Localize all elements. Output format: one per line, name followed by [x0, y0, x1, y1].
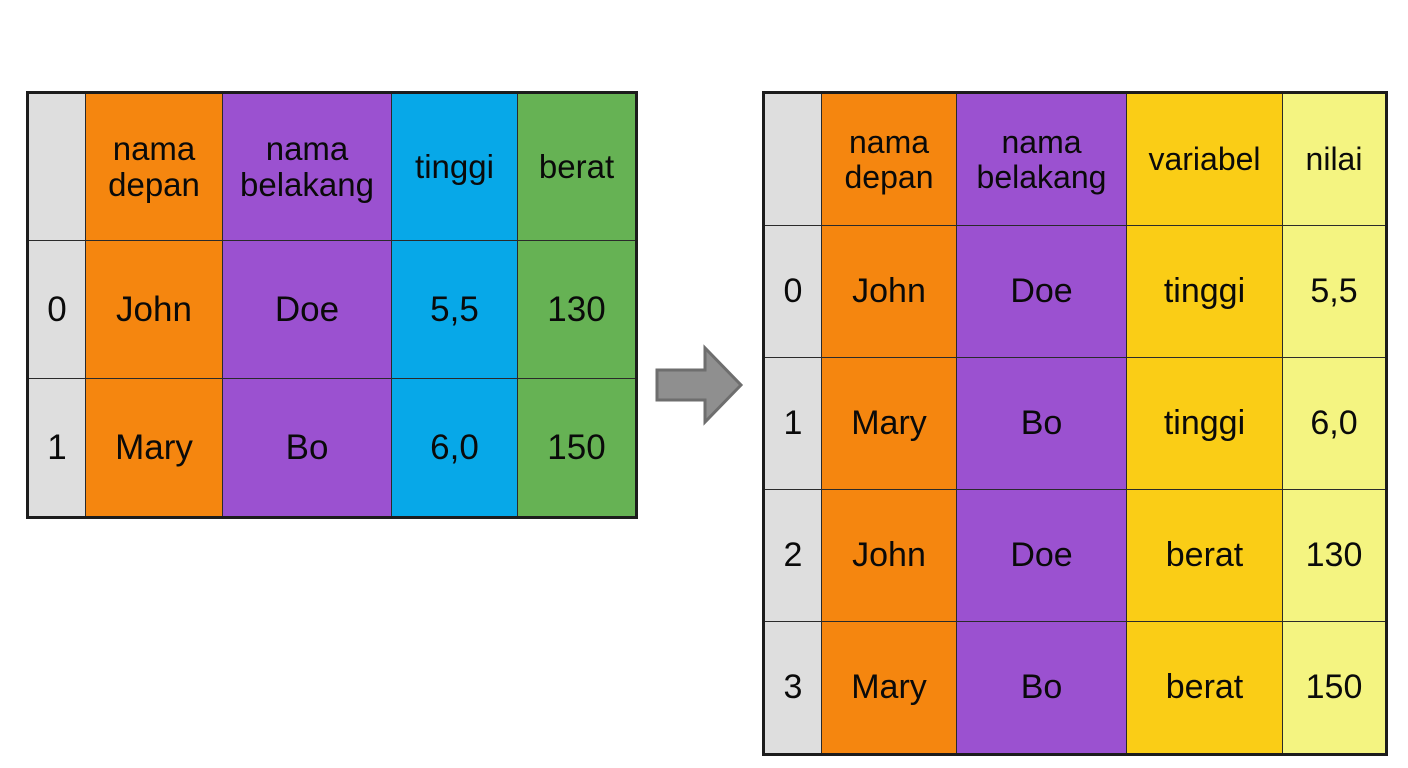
long-row-0-nama-depan: John: [821, 225, 957, 358]
wide-table: nama depan nama belakang tinggi berat 0 …: [26, 91, 638, 519]
long-row-1-nama-belakang: Bo: [956, 357, 1127, 490]
wide-row-1-index: 1: [27, 378, 86, 518]
wide-row-0-nama-depan: John: [85, 240, 223, 379]
long-header-variabel: variabel: [1126, 92, 1283, 226]
table-row: 3 Mary Bo berat 150: [763, 621, 1387, 755]
wide-row-1-nama-belakang: Bo: [222, 378, 392, 518]
long-row-2-nama-depan: John: [821, 489, 957, 622]
long-row-0-nama-belakang: Doe: [956, 225, 1127, 358]
wide-header-berat: berat: [517, 92, 637, 241]
table-row: 2 John Doe berat 130: [763, 489, 1387, 622]
long-header-nilai: nilai: [1282, 92, 1387, 226]
wide-row-0-index: 0: [27, 240, 86, 379]
wide-header-nama-belakang-label: nama belakang: [240, 130, 374, 203]
long-row-2-nama-belakang: Doe: [956, 489, 1127, 622]
long-row-3-nama-belakang: Bo: [956, 621, 1127, 755]
long-header-nama-depan-label: nama depan: [844, 123, 934, 195]
wide-header-tinggi: tinggi: [391, 92, 518, 241]
wide-row-0-tinggi: 5,5: [391, 240, 518, 379]
wide-header-tinggi-label: tinggi: [415, 148, 494, 186]
long-row-0-variabel: tinggi: [1126, 225, 1283, 358]
table-row: 0 John Doe 5,5 130: [27, 240, 637, 379]
long-row-2-nilai: 130: [1282, 489, 1387, 622]
long-header-nilai-label: nilai: [1305, 141, 1363, 178]
long-row-3-nama-depan: Mary: [821, 621, 957, 755]
wide-row-1-nama-depan: Mary: [85, 378, 223, 518]
long-table: nama depan nama belakang variabel nilai …: [762, 91, 1388, 756]
long-header-nama-belakang: nama belakang: [956, 92, 1127, 226]
long-row-1-index: 1: [763, 357, 822, 490]
long-row-2-variabel: berat: [1126, 489, 1283, 622]
long-row-2-index: 2: [763, 489, 822, 622]
wide-row-1-berat: 150: [517, 378, 637, 518]
long-row-1-nilai: 6,0: [1282, 357, 1387, 490]
wide-header-nama-depan-label: nama depan: [108, 130, 200, 203]
wide-row-0-berat: 130: [517, 240, 637, 379]
long-row-1-nama-depan: Mary: [821, 357, 957, 490]
wide-index-header: [27, 92, 86, 241]
table-row: 0 John Doe tinggi 5,5: [763, 225, 1387, 358]
long-header-variabel-label: variabel: [1148, 141, 1261, 178]
wide-header-nama-depan: nama depan: [85, 92, 223, 241]
table-row: 1 Mary Bo tinggi 6,0: [763, 357, 1387, 490]
wide-table-header-row: nama depan nama belakang tinggi berat: [27, 92, 637, 241]
wide-row-0-nama-belakang: Doe: [222, 240, 392, 379]
long-row-0-nilai: 5,5: [1282, 225, 1387, 358]
long-row-0-index: 0: [763, 225, 822, 358]
long-row-3-nilai: 150: [1282, 621, 1387, 755]
wide-row-1-tinggi: 6,0: [391, 378, 518, 518]
long-header-nama-depan: nama depan: [821, 92, 957, 226]
long-header-nama-belakang-label: nama belakang: [976, 123, 1107, 195]
long-index-header: [763, 92, 822, 226]
wide-header-berat-label: berat: [538, 148, 615, 186]
wide-header-nama-belakang: nama belakang: [222, 92, 392, 241]
long-row-1-variabel: tinggi: [1126, 357, 1283, 490]
right-arrow-icon: [655, 344, 744, 426]
table-row: 1 Mary Bo 6,0 150: [27, 378, 637, 518]
long-row-3-variabel: berat: [1126, 621, 1283, 755]
long-table-header-row: nama depan nama belakang variabel nilai: [763, 92, 1387, 226]
long-row-3-index: 3: [763, 621, 822, 755]
